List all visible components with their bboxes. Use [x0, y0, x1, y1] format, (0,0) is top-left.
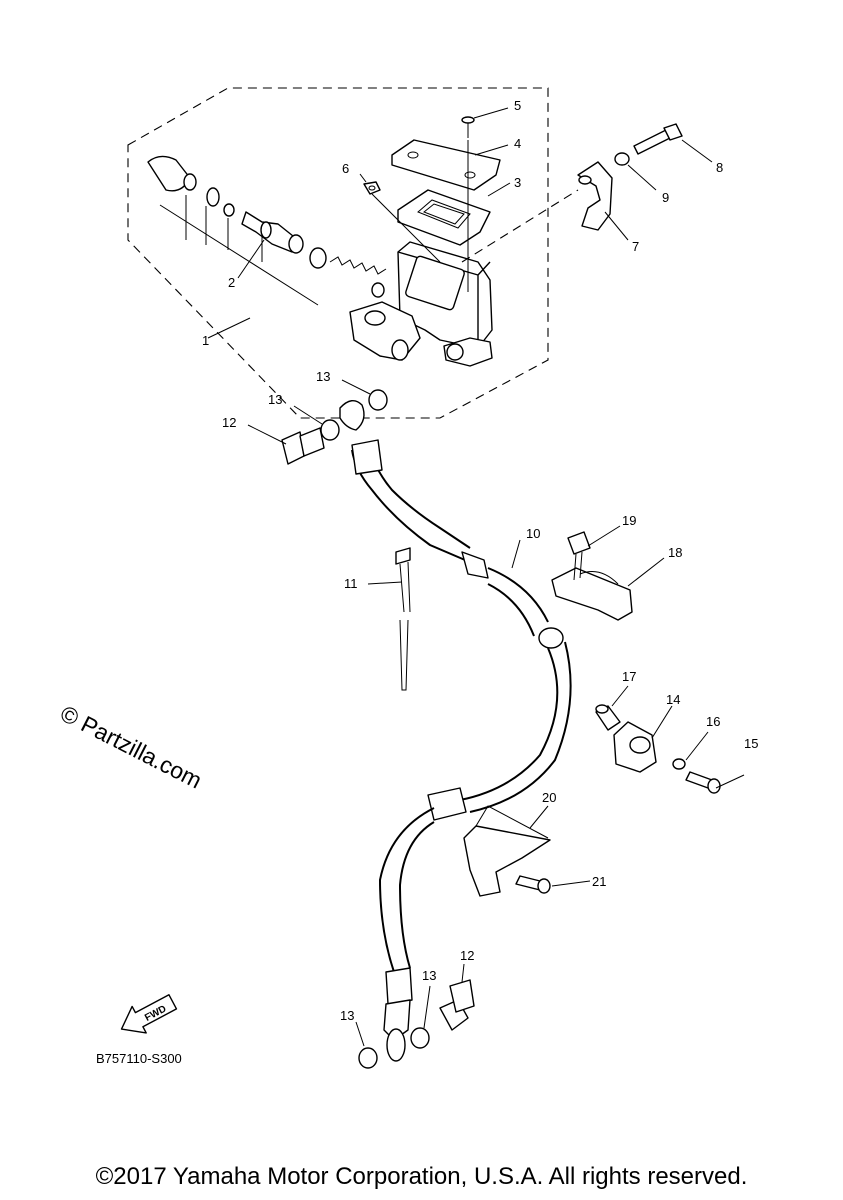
- callout-3: 3: [514, 175, 521, 190]
- callout-6: 6: [342, 161, 349, 176]
- callout-13-upper-left: 13: [268, 392, 282, 407]
- master-cylinder-body: [349, 241, 493, 367]
- callout-11: 11: [344, 576, 358, 591]
- callout-13-lower-right: 13: [422, 968, 436, 983]
- fwd-arrow-icon: FWD: [120, 994, 178, 1034]
- callout-5: 5: [514, 98, 521, 113]
- gasket: [368, 389, 388, 411]
- cable-tie: [395, 547, 411, 691]
- callout-1: 1: [202, 333, 209, 348]
- callout-13-upper-right: 13: [316, 369, 330, 384]
- hose-guide: [613, 721, 657, 773]
- callout-14: 14: [666, 692, 680, 707]
- union-bolt-lower: [439, 979, 475, 1031]
- callout-17: 17: [622, 669, 636, 684]
- brake-hose: [339, 400, 572, 1062]
- hose-bracket: [463, 805, 551, 897]
- hose-clamp: [551, 567, 633, 621]
- washer: [614, 152, 630, 166]
- cap-screw: [461, 116, 475, 138]
- gasket: [358, 1047, 378, 1069]
- callout-15: 15: [744, 736, 758, 751]
- callout-13-lower-left: 13: [340, 1008, 354, 1023]
- bracket-bolt: [515, 875, 551, 894]
- callout-8: 8: [716, 160, 723, 175]
- copyright-notice: ©2017 Yamaha Motor Corporation, U.S.A. A…: [95, 1163, 748, 1190]
- collar: [595, 704, 621, 731]
- callout-12-lower: 12: [460, 948, 474, 963]
- callout-2: 2: [228, 275, 235, 290]
- callout-4: 4: [514, 136, 521, 151]
- callout-20: 20: [542, 790, 556, 805]
- holder: [577, 161, 613, 231]
- callout-18: 18: [668, 545, 682, 560]
- clamp-bolt: [567, 531, 591, 581]
- callout-10: 10: [526, 526, 540, 541]
- gasket: [410, 1027, 430, 1049]
- reservoir-cap: [391, 139, 501, 191]
- guide-bolt: [685, 771, 721, 794]
- guide-washer: [672, 758, 686, 770]
- diaphragm: [397, 189, 491, 246]
- piston-kit: [147, 155, 387, 306]
- callout-7: 7: [632, 239, 639, 254]
- diagram-code: B757110-S300: [96, 1051, 182, 1066]
- gasket: [320, 419, 340, 441]
- callout-16: 16: [706, 714, 720, 729]
- callout-19: 19: [622, 513, 636, 528]
- union-bolt-upper: [281, 427, 325, 465]
- holder-bolt: [633, 123, 683, 155]
- plate: [363, 181, 381, 195]
- callout-9: 9: [662, 190, 669, 205]
- callout-21: 21: [592, 874, 606, 889]
- master-cylinder-assembly-boundary: [127, 87, 549, 419]
- callout-12-upper: 12: [222, 415, 236, 430]
